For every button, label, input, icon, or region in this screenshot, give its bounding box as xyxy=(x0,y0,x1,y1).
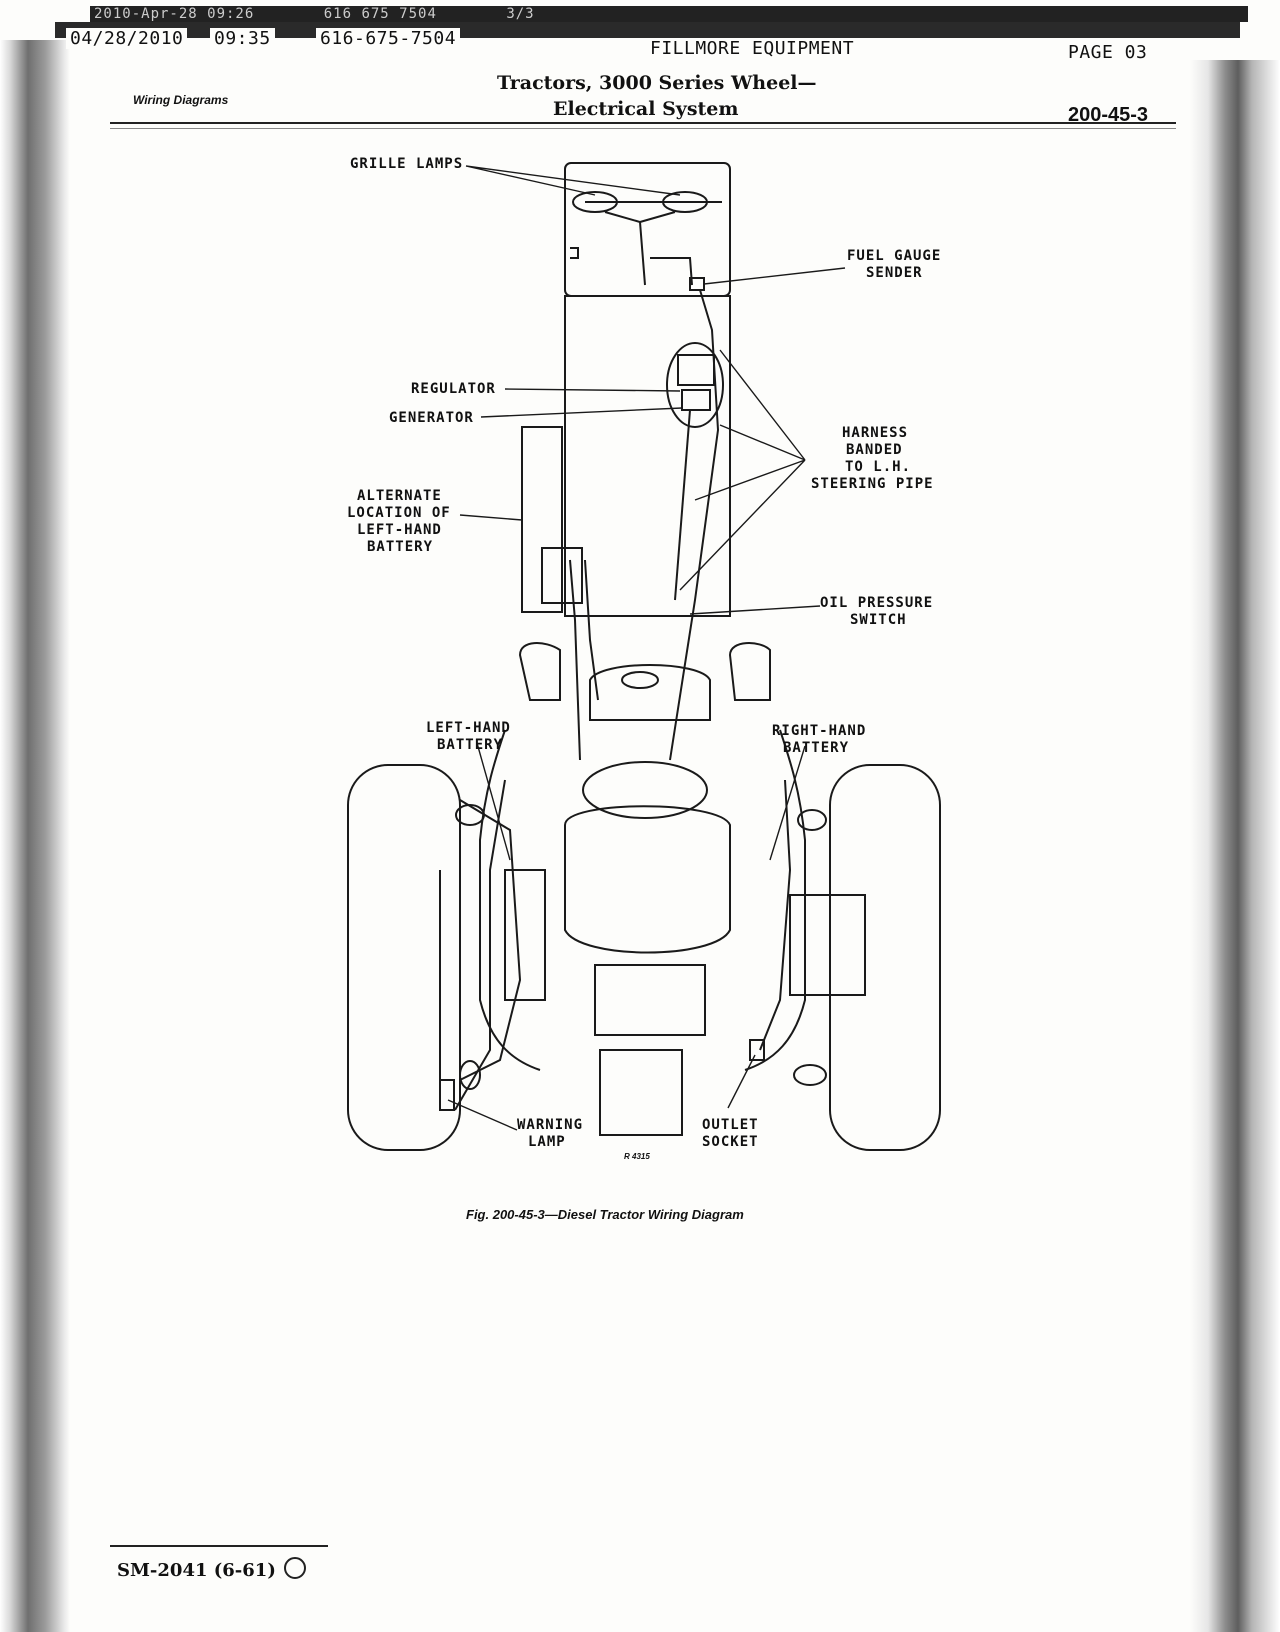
grille-bracket xyxy=(570,247,579,259)
fax-time: 09:35 xyxy=(210,28,275,49)
header-rule xyxy=(110,122,1176,124)
label-alt-battery-3: LEFT-HAND xyxy=(357,522,442,538)
fax-sender: FILLMORE EQUIPMENT xyxy=(650,38,855,59)
warning-lamp xyxy=(439,1079,455,1111)
label-harness-2: BANDED xyxy=(846,442,903,458)
left-battery xyxy=(504,869,546,1001)
union-label-icon xyxy=(284,1557,307,1579)
fax-stamp-line: 2010-Apr-28 09:26 616 675 7504 3/3 xyxy=(90,6,1248,22)
label-fuel-gauge-1: FUEL GAUGE xyxy=(847,248,942,264)
gauge xyxy=(621,671,659,689)
right-flood-lamp xyxy=(797,809,827,831)
leader-outlet-socket xyxy=(727,1054,756,1109)
page-code: 200-45-3 xyxy=(1068,104,1149,126)
right-fender xyxy=(744,729,806,1071)
scan-shadow-left xyxy=(0,40,70,1632)
header-rule-thin xyxy=(110,128,1176,129)
label-generator: GENERATOR xyxy=(389,410,474,426)
leader-warning-lamp xyxy=(447,1099,518,1131)
left-tire-inner xyxy=(459,799,522,1081)
right-battery xyxy=(789,894,866,996)
rear-housing xyxy=(594,964,706,1036)
outlet-socket xyxy=(749,1039,765,1061)
label-grille-lamps: GRILLE LAMPS xyxy=(350,156,464,172)
rear-lamp-left xyxy=(459,1060,481,1090)
label-warning-lamp-2: LAMP xyxy=(528,1134,566,1150)
battery-bracket xyxy=(541,547,583,604)
fax-date: 04/28/2010 xyxy=(66,28,188,49)
leader-generator xyxy=(480,407,683,418)
generator xyxy=(681,389,711,411)
label-harness-4: STEERING PIPE xyxy=(811,476,934,492)
left-flood-lamp xyxy=(455,804,485,826)
right-fender-top xyxy=(728,642,771,701)
figure-number: R 4315 xyxy=(624,1152,650,1161)
figure-caption: Fig. 200-45-3—Diesel Tractor Wiring Diag… xyxy=(466,1207,744,1222)
right-rear-tire xyxy=(829,764,941,1151)
label-alt-battery-1: ALTERNATE xyxy=(357,488,442,504)
seat xyxy=(564,805,731,954)
label-oil-pressure-1: OIL PRESSURE xyxy=(820,595,934,611)
harness-branch xyxy=(674,409,691,601)
footer-rule xyxy=(110,1545,328,1547)
label-harness-1: HARNESS xyxy=(842,425,909,441)
label-outlet-socket-2: SOCKET xyxy=(702,1134,759,1150)
leader-lh-battery xyxy=(476,742,511,861)
leader-fuel-gauge xyxy=(703,267,846,285)
label-harness-3: TO L.H. xyxy=(845,459,912,475)
label-regulator: REGULATOR xyxy=(411,381,496,397)
dashboard xyxy=(589,664,711,721)
label-fuel-gauge-2: SENDER xyxy=(866,265,923,281)
main-harness xyxy=(669,289,720,761)
footer-code-text: SM-2041 (6-61) xyxy=(117,1560,276,1581)
label-alt-battery-4: BATTERY xyxy=(367,539,434,555)
left-rear-tire xyxy=(347,764,461,1151)
right-rear-harness xyxy=(759,779,792,1051)
drawbar xyxy=(599,1049,683,1136)
page-title-line-2: Electrical System xyxy=(553,98,739,120)
battery-cables xyxy=(569,559,599,761)
label-outlet-socket-1: OUTLET xyxy=(702,1117,759,1133)
left-rear-harness xyxy=(454,779,506,1111)
scan-shadow-right xyxy=(1190,60,1280,1632)
regulator-housing xyxy=(666,342,724,428)
leader-alt-battery xyxy=(459,514,523,521)
leader-grille-lamps xyxy=(465,165,681,196)
left-fender xyxy=(479,729,541,1071)
label-rh-battery-1: RIGHT-HAND xyxy=(772,723,867,739)
section-label: Wiring Diagrams xyxy=(133,93,229,107)
label-lh-battery-2: BATTERY xyxy=(437,737,504,753)
fax-stamp-pages: 3/3 xyxy=(506,6,535,22)
fax-stamp-phone: 616 675 7504 xyxy=(323,6,437,22)
fax-stamp-date: 2010-Apr-28 09:26 xyxy=(94,6,255,22)
grille-wiring xyxy=(604,211,693,286)
label-lh-battery-1: LEFT-HAND xyxy=(426,720,511,736)
label-warning-lamp-1: WARNING xyxy=(517,1117,584,1133)
footer-code: SM-2041 (6-61) xyxy=(117,1557,307,1581)
fax-phone: 616-675-7504 xyxy=(316,28,461,49)
label-rh-battery-2: BATTERY xyxy=(783,740,850,756)
steering-wheel xyxy=(582,761,708,819)
rear-lamp-right xyxy=(793,1064,827,1086)
left-fender-top xyxy=(518,642,561,701)
leader-harness xyxy=(679,349,806,591)
regulator xyxy=(677,354,715,386)
hood-body xyxy=(564,295,731,617)
fax-page: PAGE 03 xyxy=(1068,42,1148,63)
leader-regulator xyxy=(504,388,681,392)
page-title-line-1: Tractors, 3000 Series Wheel— xyxy=(497,72,817,94)
label-oil-pressure-2: SWITCH xyxy=(850,612,907,628)
label-alt-battery-2: LOCATION OF xyxy=(347,505,451,521)
leader-oil-pressure xyxy=(689,605,821,615)
leader-rh-battery xyxy=(769,745,806,861)
